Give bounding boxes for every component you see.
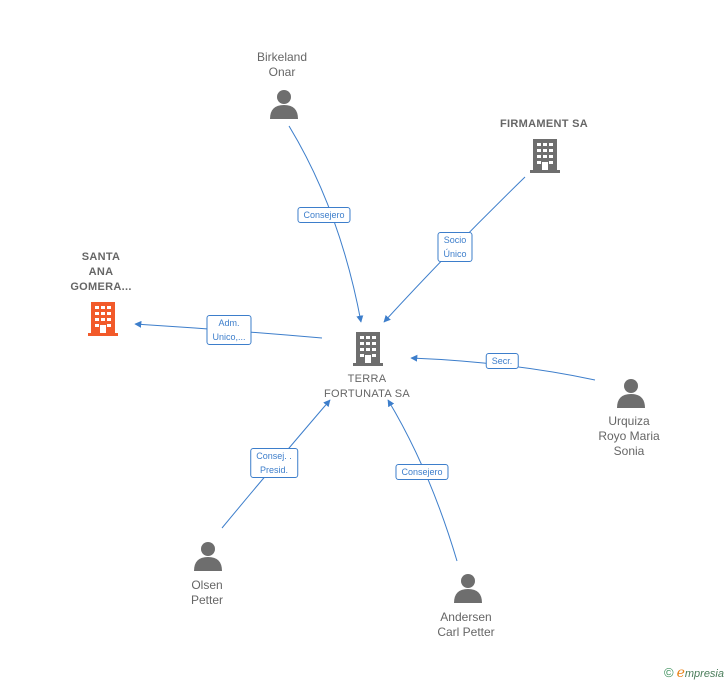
- building-icon: [353, 332, 383, 366]
- edge-label-birkeland: Consejero: [297, 207, 351, 223]
- node-label-urquiza[interactable]: Urquiza Royo Maria Sonia: [598, 414, 660, 458]
- edge-andersen: [387, 399, 458, 562]
- hub-node-label[interactable]: TERRA FORTUNATA SA: [323, 373, 411, 400]
- edge-label-santa-ana: Adm. Unico,...: [206, 315, 252, 345]
- edge-label-olsen: Consej. . Presid.: [250, 448, 298, 478]
- node-label-birkeland[interactable]: Birkeland Onar: [256, 50, 308, 79]
- node-label-firmament[interactable]: FIRMAMENT SA: [500, 118, 588, 130]
- edge-label-andersen: Consejero: [395, 464, 449, 480]
- person-icon: [617, 379, 645, 408]
- brand-e: e: [676, 665, 685, 681]
- edge-label-firmament: Socio Único: [437, 232, 473, 262]
- person-icon: [270, 90, 298, 119]
- building-icon: [530, 139, 560, 173]
- brand-rest: mpresia: [684, 668, 724, 680]
- node-label-olsen[interactable]: Olsen Petter: [190, 578, 224, 607]
- person-icon: [194, 542, 222, 571]
- empresia-logo[interactable]: ©empresia: [664, 665, 724, 681]
- edge-birkeland: [288, 125, 364, 323]
- copyright-symbol: ©: [663, 665, 674, 680]
- building-icon: [88, 302, 118, 336]
- person-icon: [454, 574, 482, 603]
- node-label-santa-ana[interactable]: SANTA ANA GOMERA...: [70, 251, 132, 293]
- node-label-andersen[interactable]: Andersen Carl Petter: [437, 610, 495, 639]
- edge-label-urquiza: Secr.: [485, 353, 519, 369]
